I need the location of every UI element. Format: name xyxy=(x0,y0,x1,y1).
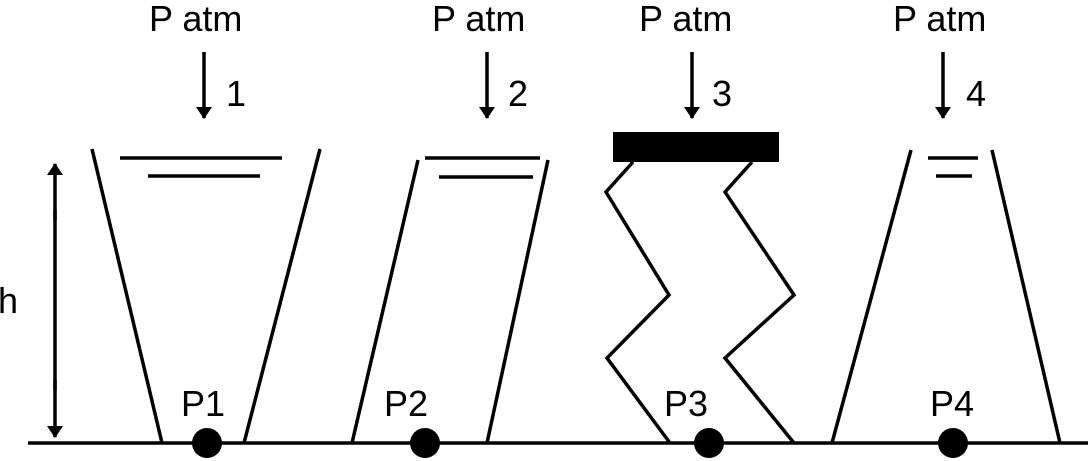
height-label: h xyxy=(0,280,18,321)
pressure-label-4: P atm xyxy=(893,0,986,39)
container-3-lid xyxy=(613,132,779,162)
pressure-label-2: P atm xyxy=(432,0,525,39)
container-4: P atm 4 P4 xyxy=(830,0,1062,458)
pressure-point-1 xyxy=(192,428,222,458)
bottom-label-3: P3 xyxy=(664,383,708,424)
container-number-3: 3 xyxy=(712,73,732,114)
container-number-4: 4 xyxy=(966,73,986,114)
container-1: P atm 1 P1 xyxy=(90,0,322,458)
container-1-left-wall xyxy=(90,148,164,444)
bottom-label-4: P4 xyxy=(930,383,974,424)
pressure-label-3: P atm xyxy=(639,0,732,39)
pressure-label-1: P atm xyxy=(149,0,242,39)
container-2-right-wall xyxy=(485,159,550,444)
bottom-label-2: P2 xyxy=(384,383,428,424)
container-2-left-wall xyxy=(350,159,420,444)
pressure-point-2 xyxy=(410,428,440,458)
pressure-point-3 xyxy=(694,428,724,458)
container-number-2: 2 xyxy=(508,73,528,114)
bottom-label-1: P1 xyxy=(181,383,225,424)
container-3-right-wall xyxy=(722,160,797,445)
container-4-left-wall xyxy=(830,149,913,444)
container-number-1: 1 xyxy=(226,73,246,114)
container-4-right-wall xyxy=(990,149,1062,444)
height-dimension: h xyxy=(0,163,63,438)
container-3-left-wall xyxy=(603,160,672,445)
container-3: P atm 3 P3 xyxy=(603,0,797,458)
container-2: P atm 2 P2 xyxy=(350,0,550,458)
pressure-point-4 xyxy=(938,428,968,458)
container-1-right-wall xyxy=(242,148,322,444)
